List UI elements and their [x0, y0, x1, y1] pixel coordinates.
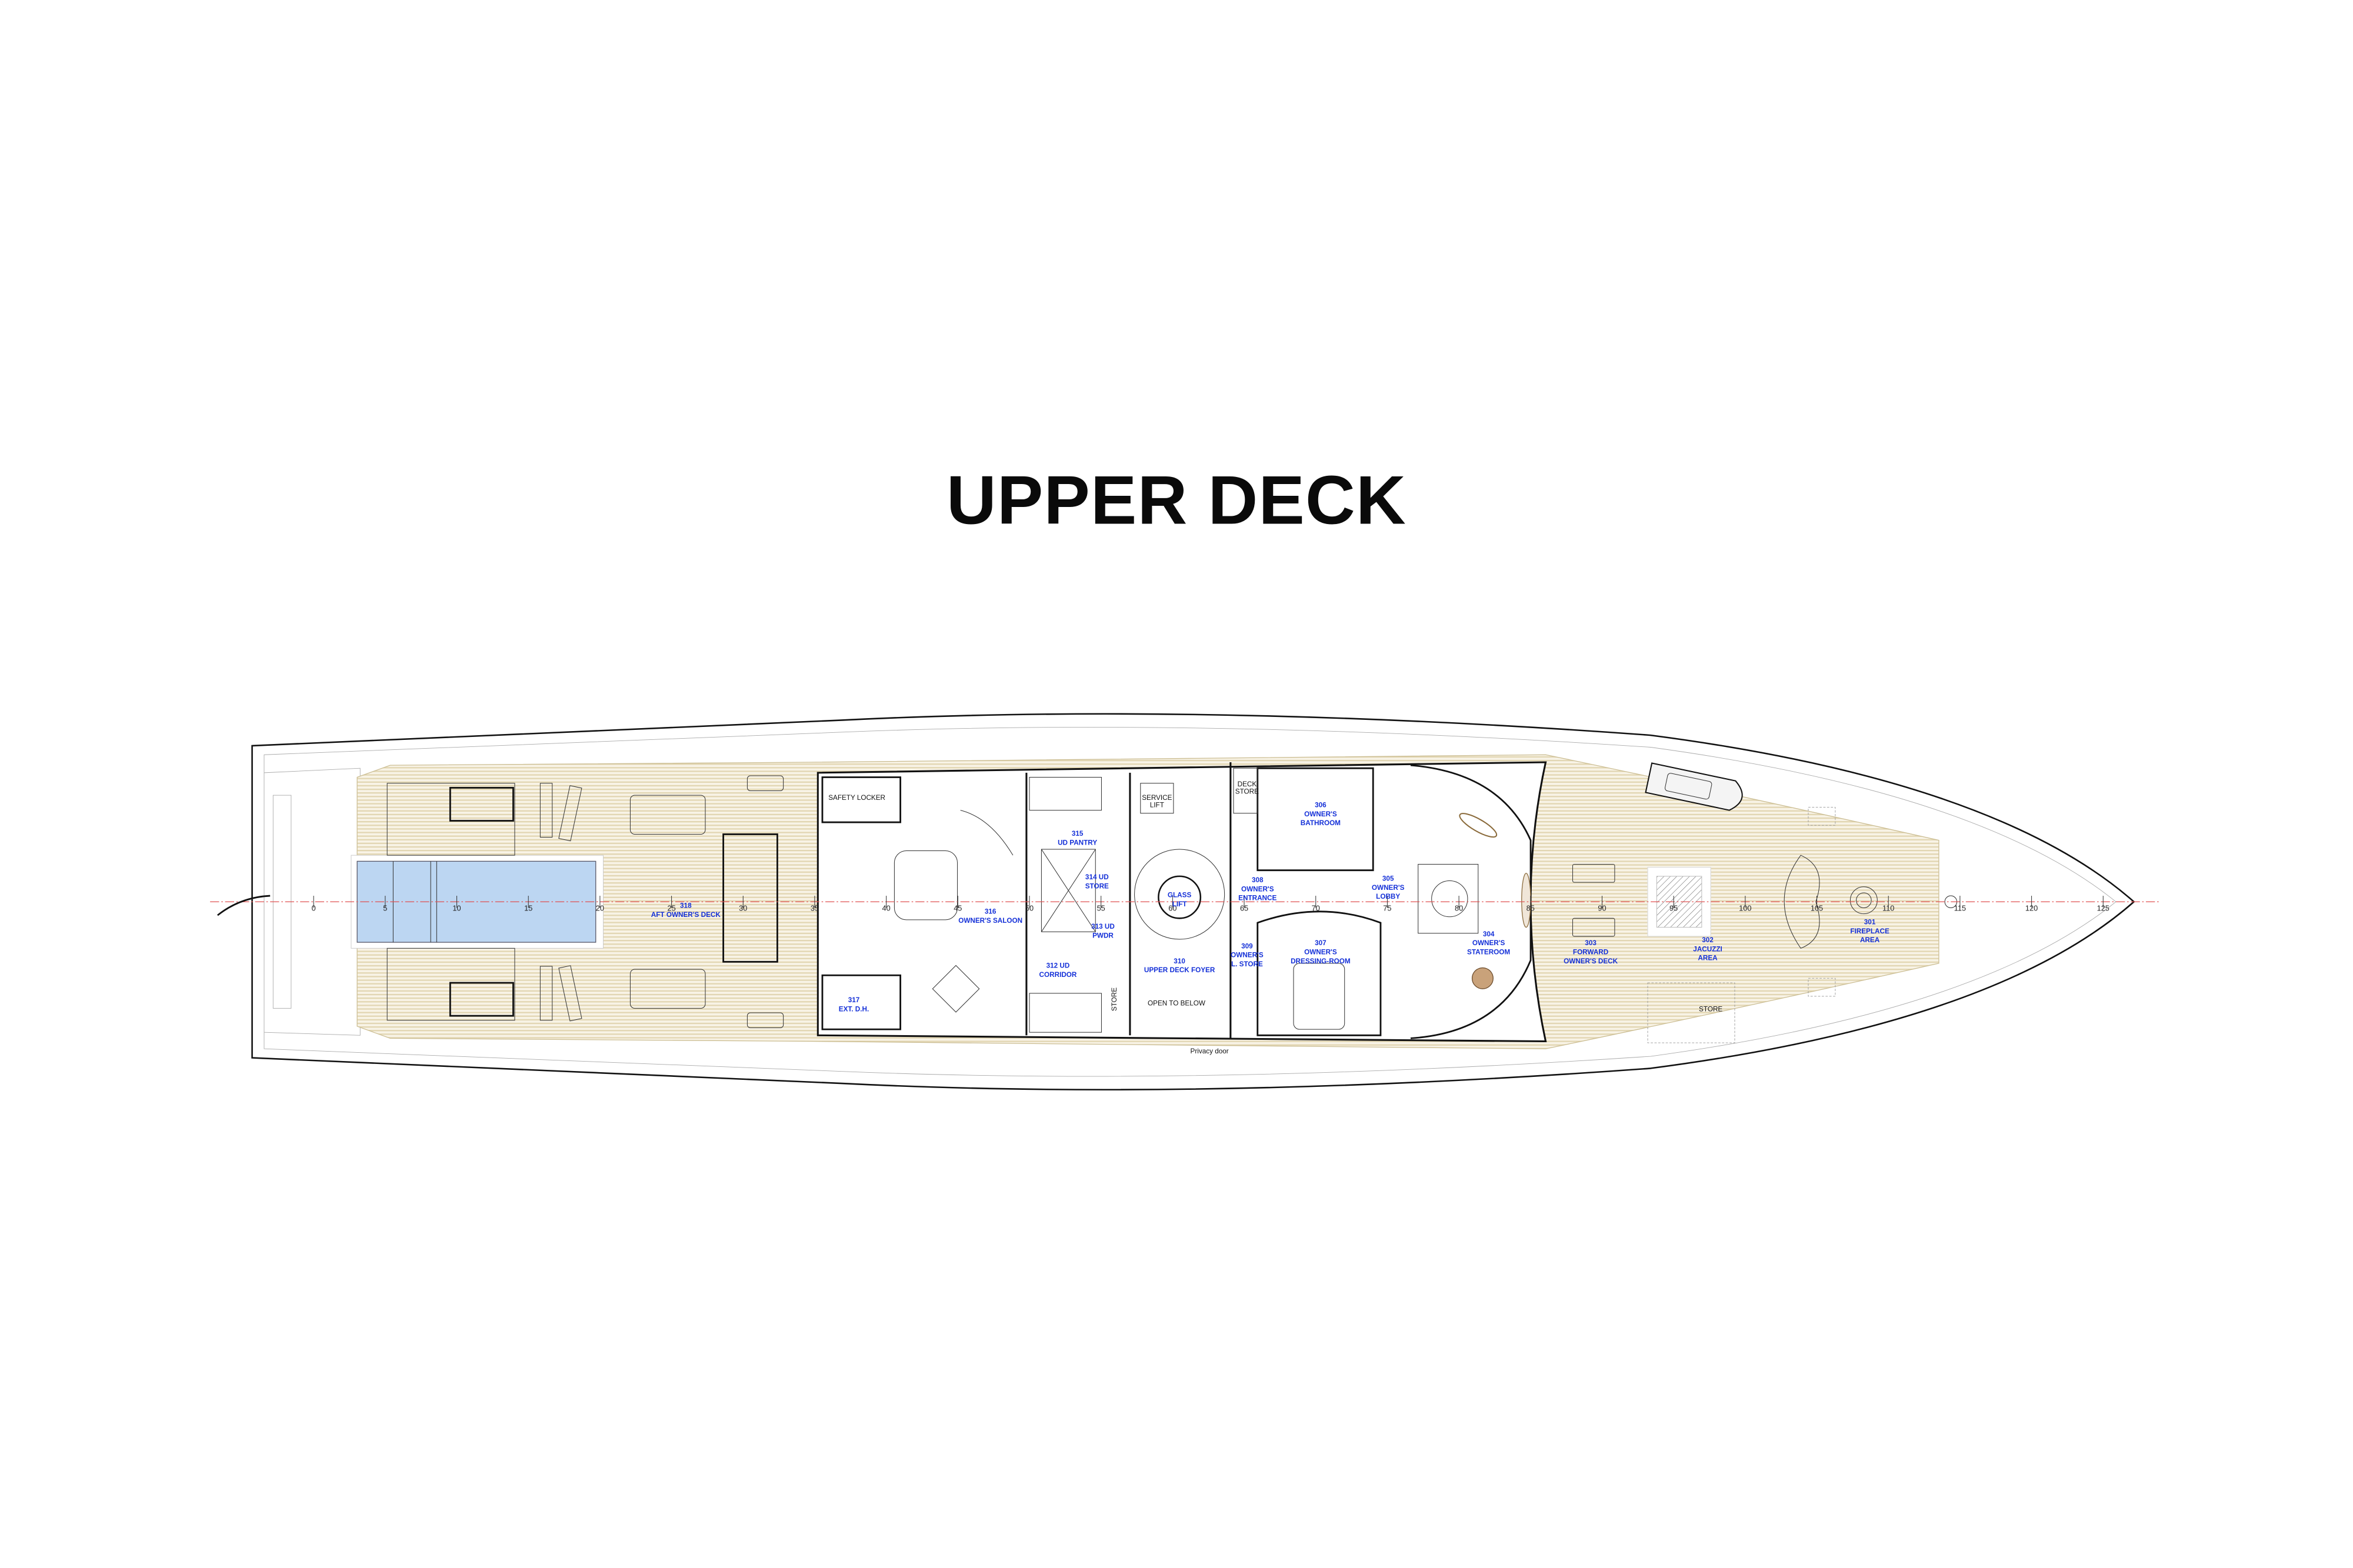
room-317-name: EXT. D.H. — [839, 1005, 869, 1013]
deck-store-label-2: STORE — [1235, 788, 1259, 796]
room-313-number: 313 UD — [1091, 923, 1115, 930]
frame-number-label: 25 — [667, 904, 675, 913]
frame-number-label: 35 — [811, 904, 819, 913]
glass-lift-label-2: LIFT — [1172, 900, 1188, 908]
room-302-line2: AREA — [1698, 955, 1718, 962]
room-308-line2: ENTRANCE — [1238, 895, 1277, 902]
room-306-line2: BATHROOM — [1301, 819, 1341, 827]
aft-deck-furniture — [386, 775, 784, 1029]
room-305-line2: LOBBY — [1376, 893, 1400, 900]
service-lift-label-1: SERVICE — [1142, 794, 1172, 802]
page-title: UPPER DECK — [946, 461, 1407, 538]
room-313-name: PWDR — [1092, 932, 1114, 939]
room-314-name: STORE — [1085, 882, 1109, 890]
frame-number-label: 100 — [1739, 904, 1751, 913]
frame-number-label: 0 — [312, 904, 316, 913]
room-314-number: 314 UD — [1085, 873, 1109, 881]
room-318-name: AFT OWNER'S DECK — [651, 911, 721, 919]
room-309-line2: L. STORE — [1231, 960, 1263, 968]
store-forward-label: STORE — [1699, 1005, 1722, 1013]
store-mid-label: STORE — [1111, 987, 1118, 1011]
frame-number-label: 45 — [954, 904, 962, 913]
frame-number-label: 70 — [1312, 904, 1320, 913]
open-to-below-label: OPEN TO BELOW — [1148, 999, 1206, 1007]
room-304-number: 304 — [1483, 930, 1495, 938]
room-306-number: 306 — [1315, 802, 1327, 809]
privacy-door-label: Privacy door — [1191, 1047, 1229, 1055]
tender-boat — [1645, 762, 1743, 811]
room-305-line1: OWNER'S — [1372, 884, 1405, 892]
room-309-line1: OWNER'S — [1231, 952, 1264, 959]
safety-locker-label: SAFETY LOCKER — [828, 794, 885, 802]
frame-number-label: 50 — [1025, 904, 1034, 913]
deck-store-label-1: DECK — [1238, 780, 1257, 788]
room-310-name: UPPER DECK FOYER — [1144, 966, 1215, 974]
room-307-line2: DRESSING-ROOM — [1291, 958, 1351, 965]
room-309-number: 309 — [1241, 942, 1253, 950]
room-316-number: 316 — [985, 908, 996, 916]
frame-number-label: 95 — [1669, 904, 1678, 913]
room-303-line2: OWNER'S DECK — [1564, 958, 1618, 965]
room-306-line1: OWNER'S — [1304, 810, 1337, 818]
frame-number-label: 90 — [1598, 904, 1606, 913]
room-315-name: UD PANTRY — [1058, 839, 1097, 846]
room-304-line2: STATEROOM — [1467, 949, 1510, 956]
frame-number-label: 125 — [2097, 904, 2109, 913]
room-317-number: 317 — [848, 996, 860, 1004]
room-307-line1: OWNER'S — [1304, 949, 1337, 956]
room-318-number: 318 — [680, 902, 692, 909]
glass-lift-label-1: GLASS — [1168, 892, 1192, 899]
room-303-number: 303 — [1585, 939, 1597, 947]
frame-numbers: 0 5 10 15 20 25 30 35 40 45 50 55 60 65 70 75 80 85 90 95 10… — [312, 896, 2109, 913]
room-labels: 318 AFT OWNER'S DECK 317 EXT. D.H. SAFET… — [651, 780, 1889, 1055]
room-312-number: 312 UD — [1046, 962, 1070, 970]
frame-number-label: 15 — [524, 904, 532, 913]
room-303-line1: FORWARD — [1573, 949, 1608, 956]
frame-number-label: 5 — [383, 904, 387, 913]
service-lift-label-2: LIFT — [1150, 802, 1164, 809]
frame-number-label: 60 — [1168, 904, 1176, 913]
room-307-number: 307 — [1315, 939, 1327, 947]
frame-number-label: 65 — [1240, 904, 1248, 913]
room-315-number: 315 — [1072, 830, 1084, 838]
room-308-number: 308 — [1252, 876, 1264, 884]
frame-number-label: 30 — [739, 904, 747, 913]
room-301-line1: FIREPLACE — [1850, 928, 1889, 935]
room-305-number: 305 — [1382, 875, 1394, 883]
frame-number-label: 105 — [1811, 904, 1823, 913]
room-308-line1: OWNER'S — [1241, 885, 1274, 893]
frame-number-label: 110 — [1882, 904, 1894, 913]
room-301-line2: AREA — [1860, 936, 1880, 944]
frame-number-label: 75 — [1383, 904, 1391, 913]
frame-number-label: 10 — [452, 904, 461, 913]
room-316-name: OWNER'S SALOON — [958, 917, 1022, 925]
frame-number-label: 20 — [596, 904, 604, 913]
room-302-line1: JACUZZI — [1693, 945, 1722, 953]
stern-anchor — [217, 895, 271, 916]
frame-number-label: 80 — [1455, 904, 1463, 913]
room-301-number: 301 — [1864, 919, 1876, 926]
frame-number-label: 40 — [882, 904, 891, 913]
room-304-line1: OWNER'S — [1472, 939, 1505, 947]
frame-number-label: 120 — [2025, 904, 2038, 913]
room-310-number: 310 — [1174, 958, 1185, 965]
room-302-number: 302 — [1702, 936, 1714, 944]
room-312-name: CORRIDOR — [1039, 971, 1077, 979]
frame-number-label: 115 — [1954, 904, 1966, 913]
frame-number-label: 55 — [1097, 904, 1105, 913]
frame-number-label: 85 — [1527, 904, 1535, 913]
